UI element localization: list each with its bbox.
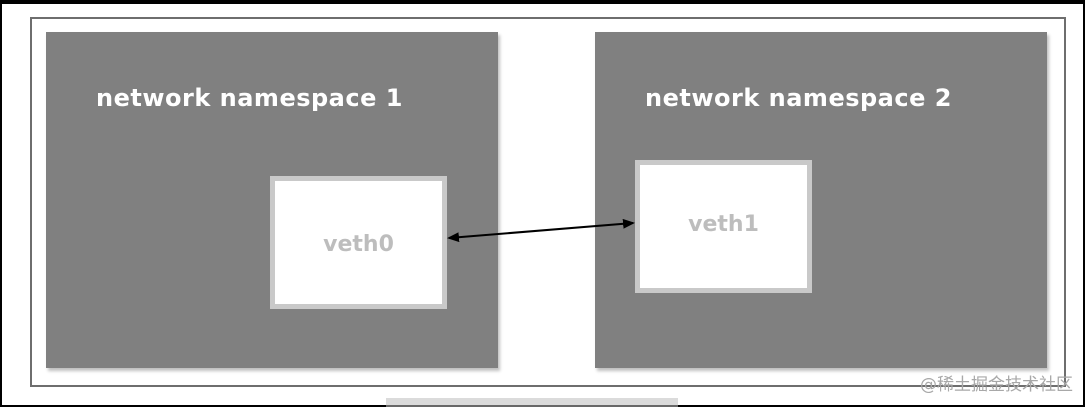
caption-strip [386, 398, 678, 407]
namespace-title-1: network namespace 1 [96, 84, 403, 112]
veth0-label: veth0 [323, 232, 394, 257]
network-namespace-2: network namespace 2 [595, 32, 1047, 368]
veth1-device: veth1 [635, 160, 812, 293]
namespace-title-2: network namespace 2 [645, 84, 952, 112]
watermark-text: @稀土掘金技术社区 [920, 375, 1073, 395]
veth1-label: veth1 [688, 212, 759, 237]
diagram-canvas: network namespace 1 network namespace 2 … [2, 4, 1083, 405]
veth0-device: veth0 [270, 176, 447, 309]
